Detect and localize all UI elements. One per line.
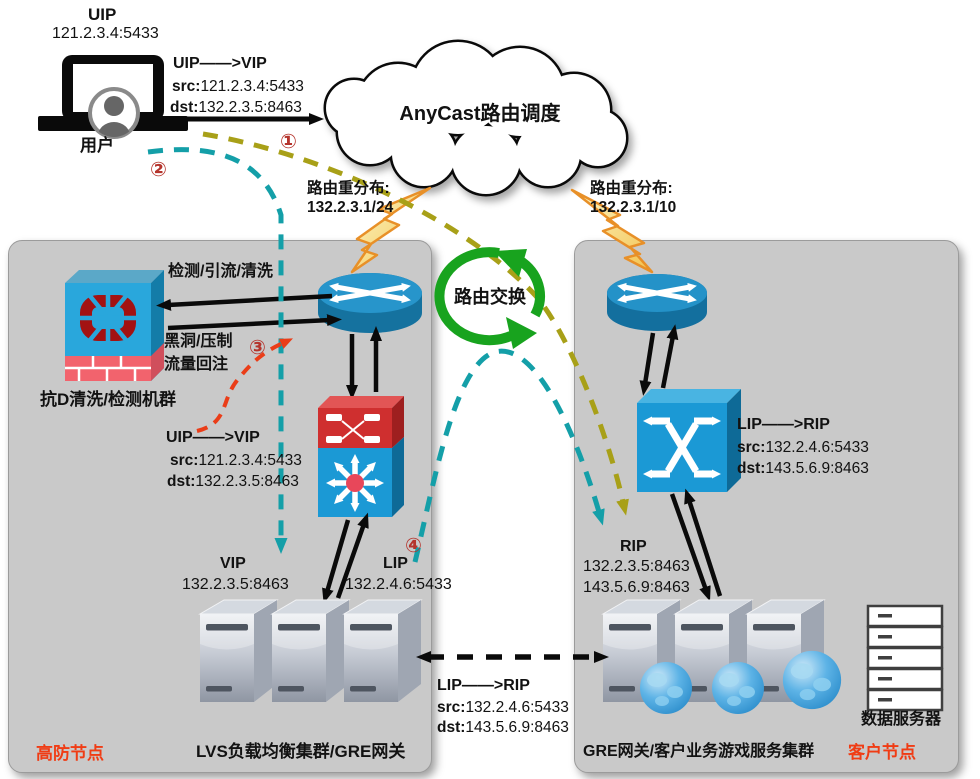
path-user-to-vip <box>147 147 288 554</box>
redistribution-right-line2: 132.2.3.1/10 <box>590 199 677 216</box>
dst-value: 132.2.3.5:8463 <box>195 473 299 490</box>
server-icon <box>199 599 278 703</box>
path-anycast-to-rip <box>202 131 629 516</box>
flow-uip-vip-inner-title: UIP——>VIP <box>166 429 260 446</box>
game-server-cluster-icon <box>602 599 842 714</box>
src-label: src: <box>737 439 766 456</box>
dst-label: dst: <box>437 719 466 736</box>
server-icon <box>343 599 422 703</box>
redistribution-left-line1: 路由重分布: <box>307 180 390 197</box>
flow-lip-rip-bottom-src: src:132.2.4.6:5433 <box>437 699 569 717</box>
arrow-switch-to-servers <box>669 493 711 602</box>
user-laptop-icon <box>38 55 188 139</box>
server-icon <box>271 599 350 703</box>
flow-lip-rip-src: src:132.2.4.6:5433 <box>737 439 869 457</box>
uip-title: UIP <box>88 5 117 24</box>
step-3-badge: ③ <box>249 337 266 359</box>
src-label: src: <box>437 699 466 716</box>
high-defense-node-label: 高防节点 <box>36 744 104 763</box>
dst-label: dst: <box>737 460 766 477</box>
dst-value: 132.2.3.5:8463 <box>198 99 302 116</box>
lvs-server-cluster-icon <box>199 599 422 703</box>
src-value: 132.2.4.6:5433 <box>465 699 569 716</box>
reinject-arrow-label: 流量回注 <box>164 356 229 373</box>
dst-value: 143.5.6.9:8463 <box>765 460 869 477</box>
flow-uip-vip-inner-dst: dst:132.2.3.5:8463 <box>167 473 299 491</box>
workgroup-switch-icon <box>637 389 741 492</box>
src-label: src: <box>172 78 201 95</box>
dst-value: 143.5.6.9:8463 <box>465 719 569 736</box>
clean-cluster-label: 抗D清洗/检测机群 <box>40 390 176 409</box>
arrow-firewall-to-router <box>167 314 342 331</box>
globe-icon <box>712 662 764 714</box>
flow-lip-rip-bottom-title: LIP——>RIP <box>437 677 530 694</box>
route-exchange-icon <box>434 247 545 349</box>
lvs-cluster-label: LVS负载均衡集群/GRE网关 <box>196 742 406 761</box>
user-label: 用户 <box>80 136 114 155</box>
globe-icon <box>640 662 692 714</box>
lightning-icon <box>570 188 654 274</box>
dst-label: dst: <box>167 473 196 490</box>
rip-name: RIP <box>620 538 647 555</box>
lightning-icon <box>350 186 432 274</box>
firewall-icon <box>65 270 164 381</box>
src-value: 132.2.4.6:5433 <box>765 439 869 456</box>
redistribution-right-line1: 路由重分布: <box>590 180 673 197</box>
detect-arrow-label: 检测/引流/清洗 <box>168 263 273 280</box>
src-value: 121.2.3.4:5433 <box>200 78 304 95</box>
step-2-badge: ② <box>150 159 167 181</box>
arrow-switch-to-router <box>660 324 679 389</box>
path-lip-to-rip <box>412 348 605 563</box>
flow-lip-rip-title: LIP——>RIP <box>737 416 830 433</box>
step-1-badge: ① <box>280 131 297 153</box>
cloud-label: AnyCast路由调度 <box>399 103 561 125</box>
vip-name: VIP <box>220 555 246 572</box>
rip-value-2: 143.5.6.9:8463 <box>583 579 690 596</box>
flow-lip-rip-bottom-dst: dst:143.5.6.9:8463 <box>437 719 569 737</box>
arrow-servers-to-switch <box>684 488 723 597</box>
cloud-icon <box>323 39 629 197</box>
game-cluster-label: GRE网关/客户业务游戏服务集群 <box>583 743 815 760</box>
redistribution-left-line2: 132.2.3.1/24 <box>307 199 394 216</box>
lip-value: 132.2.4.6:5433 <box>345 576 452 593</box>
arrow-servers-to-switch <box>335 512 369 599</box>
uip-address: 121.2.3.4:5433 <box>52 25 159 42</box>
database-rack-icon <box>866 604 944 712</box>
content-switch-icon <box>318 396 404 448</box>
flow-uip-vip-inner-src: src:121.2.3.4:5433 <box>170 452 302 470</box>
customer-node-label: 客户节点 <box>848 743 916 762</box>
src-value: 121.2.3.4:5433 <box>198 452 302 469</box>
globe-icon <box>782 650 842 710</box>
step-4-badge: ④ <box>405 535 422 557</box>
arrow-router-to-switch <box>639 332 656 396</box>
data-server-label: 数据服务器 <box>861 711 942 728</box>
brick-wall-icon <box>65 343 164 381</box>
flow-uip-vip-title: UIP——>VIP <box>173 55 267 72</box>
router-icon <box>607 274 707 331</box>
arrow-router-to-firewall <box>156 293 333 311</box>
flow-uip-vip-src: src:121.2.3.4:5433 <box>172 78 304 96</box>
dst-label: dst: <box>170 99 199 116</box>
src-label: src: <box>170 452 199 469</box>
route-exchange-label: 路由交换 <box>454 287 526 307</box>
arrow-switch-to-servers <box>322 519 351 604</box>
path-reinjection <box>196 338 293 433</box>
router-icon <box>318 273 422 333</box>
flow-lip-rip-dst: dst:143.5.6.9:8463 <box>737 460 869 478</box>
user-avatar-icon <box>88 87 140 139</box>
lip-name: LIP <box>383 555 408 572</box>
multilayer-switch-icon <box>318 437 404 517</box>
rip-value-1: 132.2.3.5:8463 <box>583 558 690 575</box>
flow-uip-vip-dst: dst:132.2.3.5:8463 <box>170 99 302 117</box>
vip-value: 132.2.3.5:8463 <box>182 576 289 593</box>
blackhole-arrow-label: 黑洞/压制 <box>164 333 233 350</box>
